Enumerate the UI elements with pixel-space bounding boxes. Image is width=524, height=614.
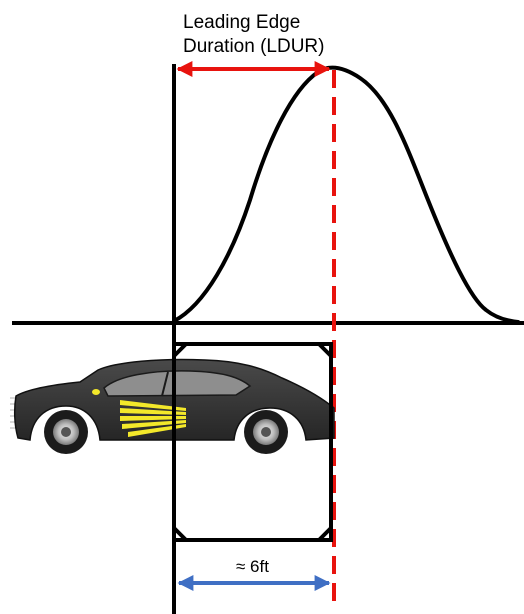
ldur-title-line2: Duration (LDUR)	[183, 36, 324, 57]
inductive-loop-detector	[172, 342, 333, 542]
detector-signal-curve	[172, 65, 520, 324]
distance-label: ≈ 6ft	[236, 557, 269, 576]
ldur-title-line1: Leading Edge	[183, 12, 300, 33]
